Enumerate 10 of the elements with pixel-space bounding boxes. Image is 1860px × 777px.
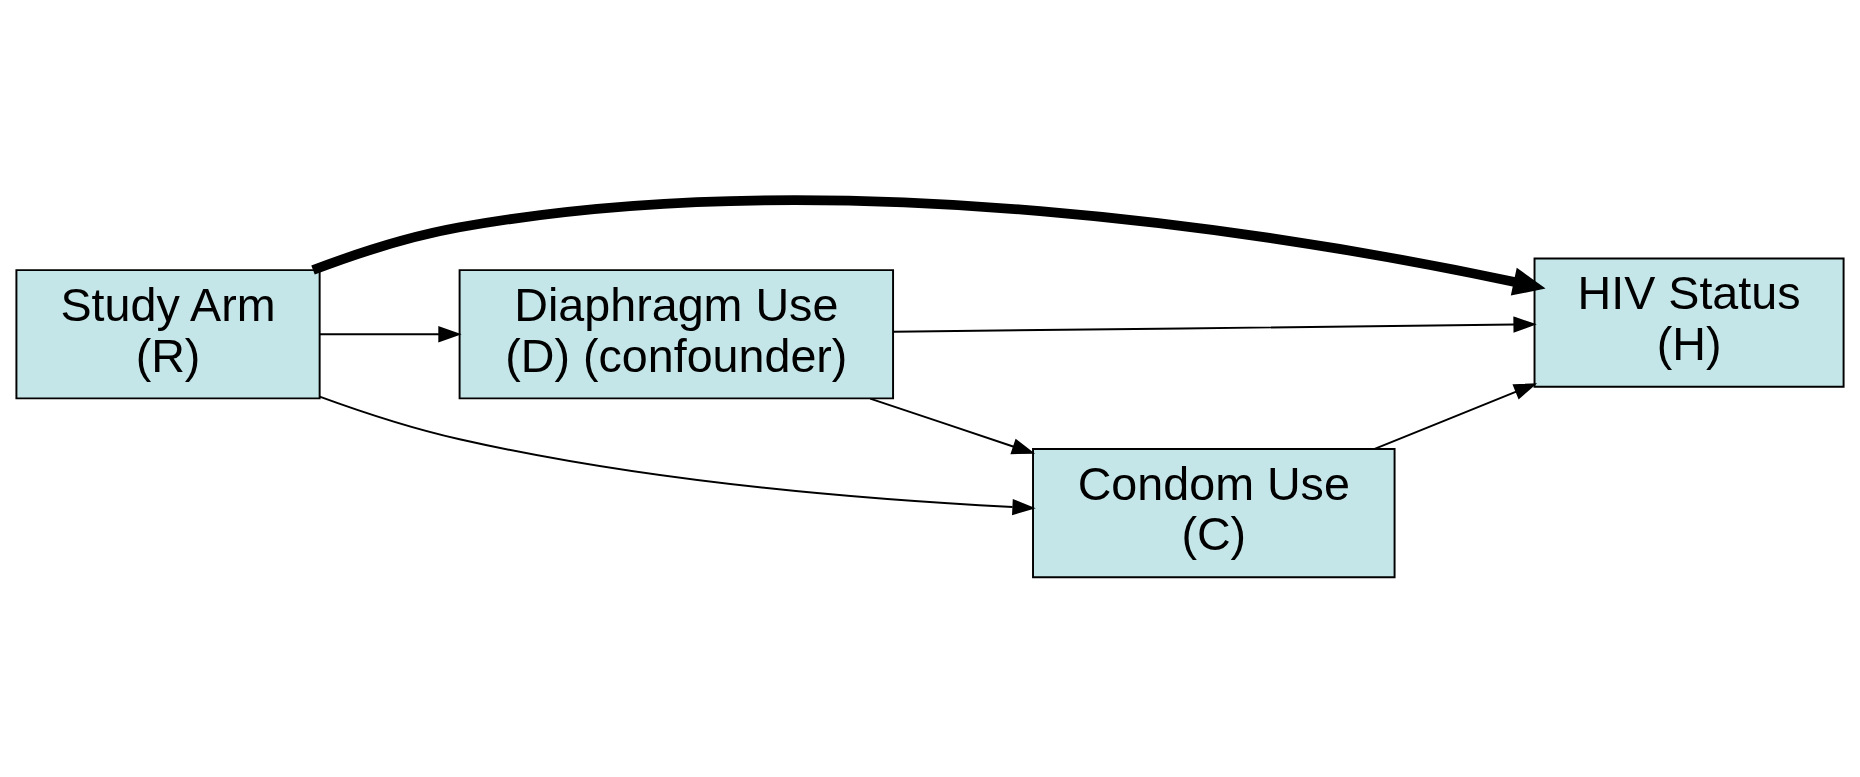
node-box: Study Arm (R) [15,269,321,400]
node-box: Diaphragm Use (D) (confounder) [458,269,895,400]
arrow [318,326,462,343]
node-box: HIV Status (H) [1533,257,1845,388]
arrow [869,397,1036,455]
arrow [1373,383,1538,450]
arrow [311,195,1546,296]
arrow [318,395,1036,516]
node-box: Condom Use (C) [1032,447,1396,579]
arrow [892,316,1537,333]
